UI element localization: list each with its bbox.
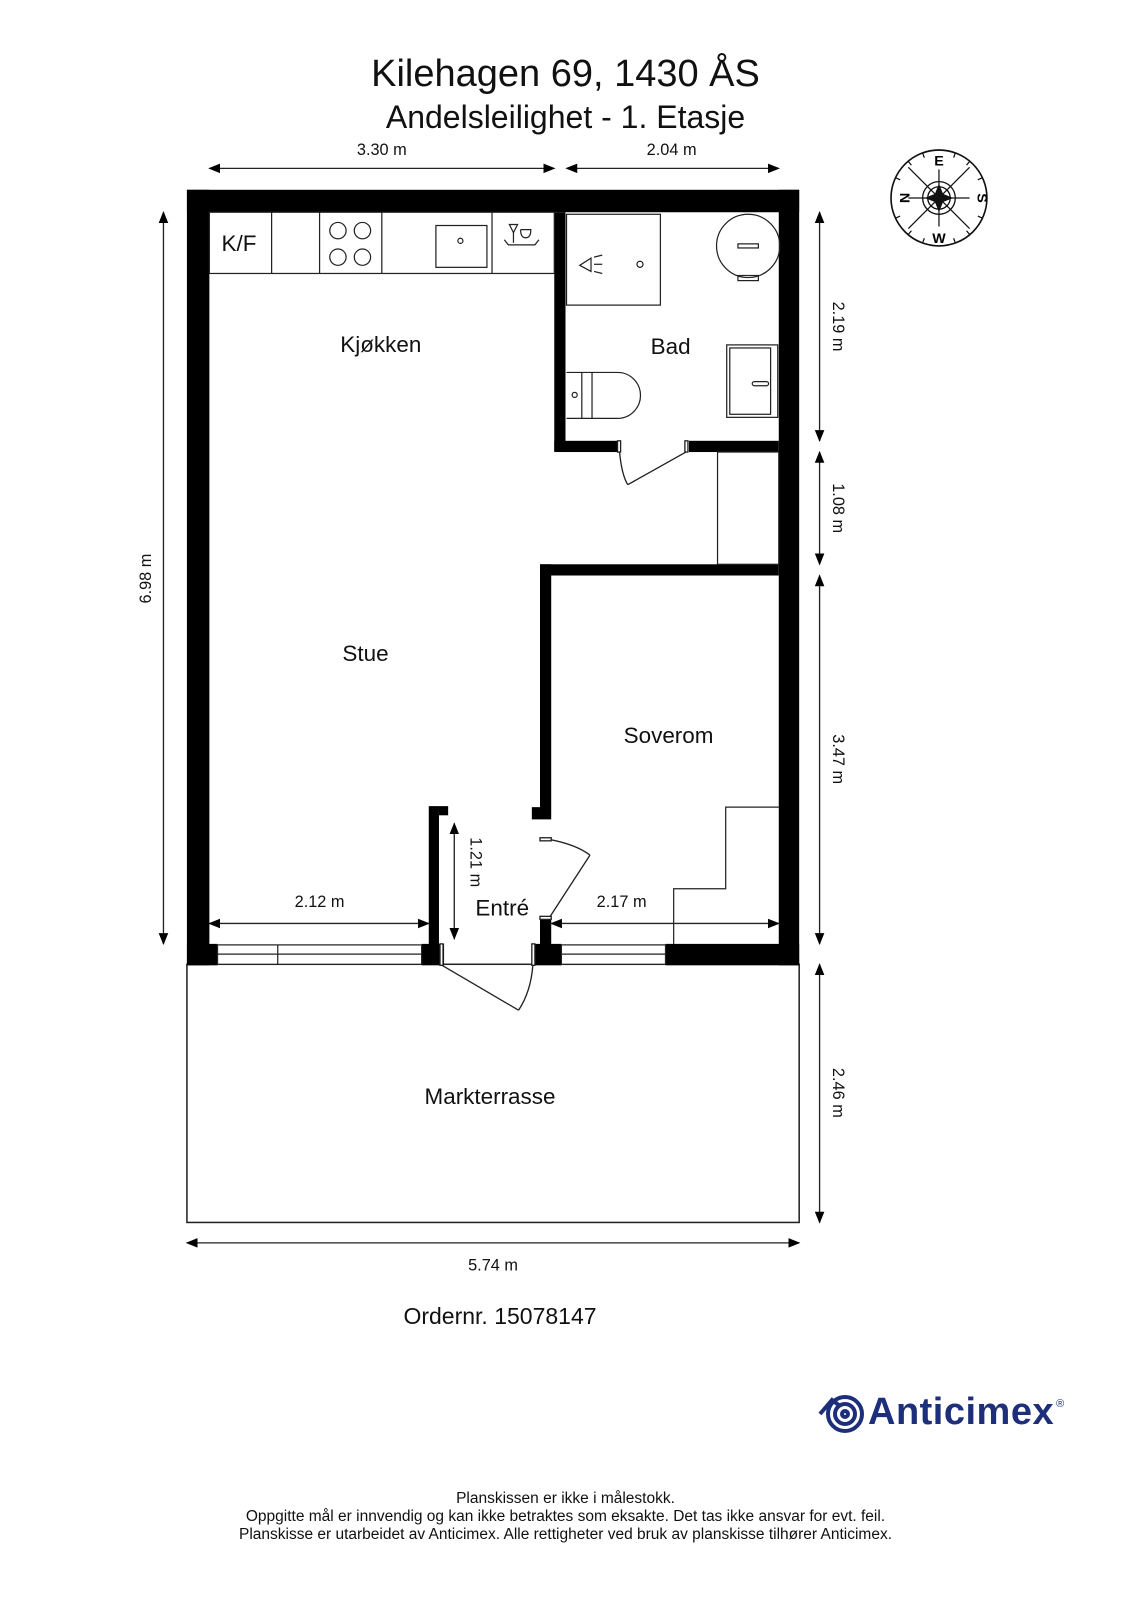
disclaimer: Planskissen er ikke i målestokk. Oppgitt… (0, 1490, 1131, 1544)
room-entrance: Entré (475, 895, 529, 920)
registered-mark: ® (1056, 1398, 1065, 1410)
bedroom-door (539, 837, 591, 921)
disclaimer-line: Planskisse er utarbeidet av Anticimex. A… (238, 1526, 892, 1543)
compass-east: E (934, 153, 944, 169)
dim-bottom-total: 5.74 m (468, 1256, 518, 1274)
compass-icon: E W N S (890, 149, 990, 247)
anticimex-logo: Anticimex ® (818, 1390, 1078, 1434)
dim-bedroom-width: 2.17 m (597, 893, 647, 911)
bedroom-wardrobe (673, 806, 779, 944)
order-number: Ordernr. 15078147 (403, 1303, 597, 1329)
stove-icon (329, 221, 372, 266)
dim-living-width: 2.12 m (295, 893, 345, 911)
dim-left-total: 6.98 m (137, 554, 155, 604)
dim-top-left: 3.30 m (357, 141, 407, 159)
sink-icon (435, 224, 488, 268)
interior-walls (428, 212, 779, 945)
bathroom-sink-icon (726, 344, 779, 418)
page-subtitle: Andelsleilighet - 1. Etasje (385, 99, 746, 135)
room-bedroom: Soverom (624, 723, 714, 748)
brand-name: Anticimex (868, 1390, 1055, 1433)
room-bathroom: Bad (651, 334, 691, 359)
compass-west: W (932, 231, 946, 247)
exterior-walls (186, 189, 800, 966)
disclaimer-line: Planskissen er ikke i målestokk. (456, 1490, 675, 1507)
shower-icon (565, 213, 662, 306)
room-terrace: Markterrasse (425, 1084, 556, 1109)
anticimex-logo-icon (818, 1395, 864, 1433)
washing-machine-icon (715, 213, 781, 282)
front-door (439, 943, 536, 1011)
windows (216, 944, 667, 965)
page-title: Kilehagen 69, 1430 ÅS (371, 53, 760, 95)
compass-south: S (974, 193, 990, 203)
dim-entrance-depth: 1.21 m (467, 837, 485, 887)
dim-right-hall: 1.08 m (829, 483, 847, 533)
kitchen-counter (208, 211, 555, 275)
dim-right-terrace: 2.46 m (829, 1068, 847, 1118)
bathroom-door (616, 440, 689, 486)
room-living: Stue (342, 641, 388, 666)
terrace (186, 963, 800, 1224)
dim-right-bath: 2.19 m (829, 302, 847, 352)
label-fridge-freezer: K/F (222, 231, 257, 256)
disclaimer-line: Oppgitte mål er innvendig og kan ikke be… (245, 1508, 886, 1525)
dishwasher-icon (503, 223, 540, 246)
dim-top-right: 2.04 m (647, 141, 697, 159)
room-kitchen: Kjøkken (340, 332, 421, 357)
compass-north: N (896, 193, 912, 203)
toilet-icon (566, 371, 642, 419)
hall-closet (716, 451, 780, 565)
dimension-lines (158, 163, 825, 1248)
dim-right-bedroom: 3.47 m (829, 734, 847, 784)
